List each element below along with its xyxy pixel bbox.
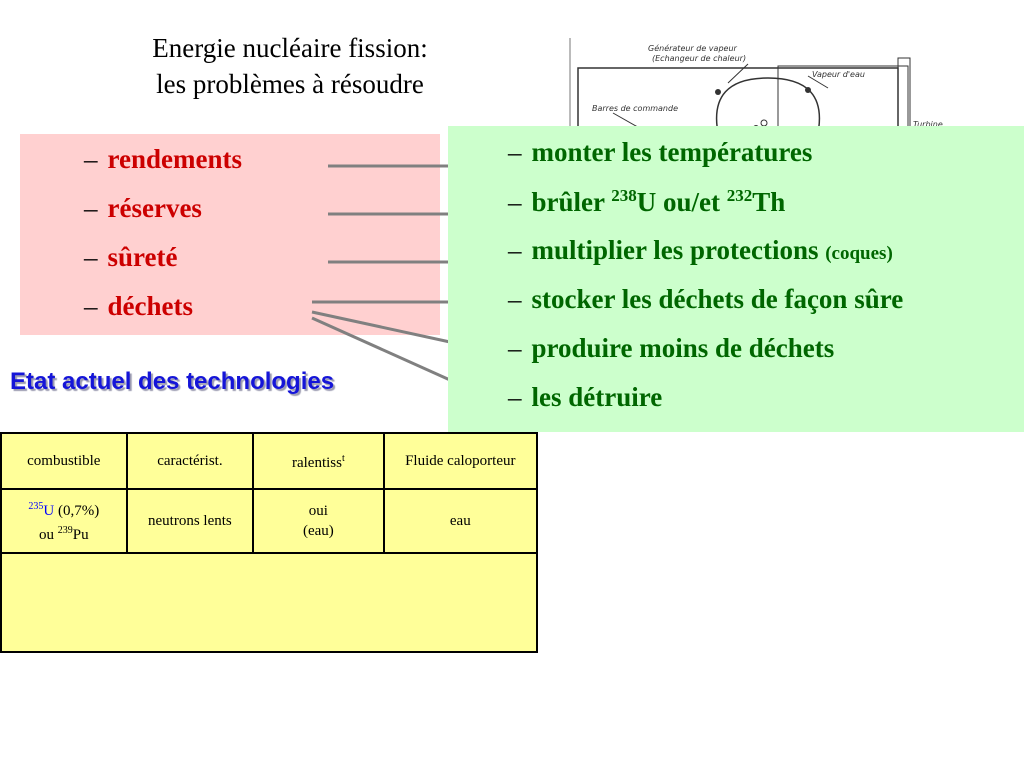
- solution-item: –produire moins de déchets: [508, 333, 834, 364]
- header-cell: ralentisst: [252, 432, 385, 490]
- table-cell: oui(eau): [252, 488, 385, 554]
- solution-label: multiplier les protections: [531, 235, 826, 265]
- problem-label: sûreté: [107, 242, 178, 272]
- title-line-2: les problèmes à résoudre: [156, 69, 424, 99]
- bullet-dash: –: [508, 284, 522, 314]
- bullet-dash: –: [508, 137, 522, 167]
- title-line-1: Energie nucléaire fission:: [152, 33, 428, 63]
- diagram-label: Barres de commande: [592, 104, 678, 113]
- solution-text: brûler: [531, 187, 612, 217]
- problem-label: réserves: [107, 193, 202, 223]
- solution-item: –les détruire: [508, 382, 662, 413]
- table-cell-fuel: 235U (0,7%) ou 239Pu: [0, 488, 128, 554]
- table-cell-empty: [0, 552, 538, 653]
- connector-line: [311, 316, 451, 382]
- solution-item: –monter les températures: [508, 137, 812, 168]
- technology-table: combustible caractérist. ralentisst Flui…: [0, 432, 539, 653]
- problem-label: déchets: [107, 291, 193, 321]
- header-cell: combustible: [0, 432, 128, 490]
- solution-note: (coques): [825, 243, 893, 264]
- bullet-dash: –: [84, 193, 98, 223]
- solutions-box: –monter les températures –brûler 238U ou…: [448, 126, 1024, 432]
- problem-item: –réserves: [84, 193, 202, 224]
- diagram-label: Générateur de vapeur: [648, 44, 737, 53]
- problem-item: –sûreté: [84, 242, 177, 273]
- bullet-dash: –: [508, 235, 522, 265]
- bullet-dash: –: [508, 382, 522, 412]
- header-cell: caractérist.: [125, 432, 255, 490]
- bullet-dash: –: [84, 242, 98, 272]
- table-header-row: combustible caractérist. ralentisst Flui…: [0, 432, 539, 490]
- isotope-mass: 238: [611, 186, 637, 205]
- problem-label: rendements: [107, 144, 243, 174]
- solution-label: monter les températures: [531, 137, 813, 167]
- diagram-label: Vapeur d'eau: [812, 70, 865, 79]
- solution-label: produire moins de déchets: [531, 333, 835, 363]
- header-cell: Fluide caloporteur: [382, 432, 539, 490]
- solution-label: stocker les déchets de façon sûre: [531, 284, 904, 314]
- solution-text: Th: [752, 187, 786, 217]
- table-row: [0, 552, 538, 653]
- solution-item: –stocker les déchets de façon sûre: [508, 284, 903, 315]
- connector-line: [311, 310, 451, 344]
- table-cell: eau: [382, 488, 539, 554]
- bullet-dash: –: [84, 291, 98, 321]
- slide-title: Energie nucléaire fission: les problèmes…: [60, 30, 520, 102]
- problem-item: –déchets: [84, 291, 193, 322]
- solution-item: –multiplier les protections (coques): [508, 235, 893, 266]
- solution-label: les détruire: [531, 382, 663, 412]
- bullet-dash: –: [508, 187, 522, 217]
- solution-item: –brûler 238U ou/et 232Th: [508, 186, 785, 218]
- isotope-mass: 232: [726, 186, 753, 205]
- bullet-dash: –: [84, 144, 98, 174]
- reactor-diagram: Générateur de vapeur (Echangeur de chale…: [568, 38, 968, 134]
- solution-text: U ou/et: [636, 187, 727, 217]
- table-cell: neutrons lents: [125, 488, 255, 554]
- diagram-label: Turbine: [913, 120, 943, 129]
- section-subtitle: Etat actuel des technologies: [10, 368, 335, 395]
- diagram-label: (Echangeur de chaleur): [652, 54, 747, 63]
- problem-item: –rendements: [84, 144, 242, 175]
- bullet-dash: –: [508, 333, 522, 363]
- table-row: 235U (0,7%) ou 239Pu neutrons lents oui(…: [0, 488, 539, 554]
